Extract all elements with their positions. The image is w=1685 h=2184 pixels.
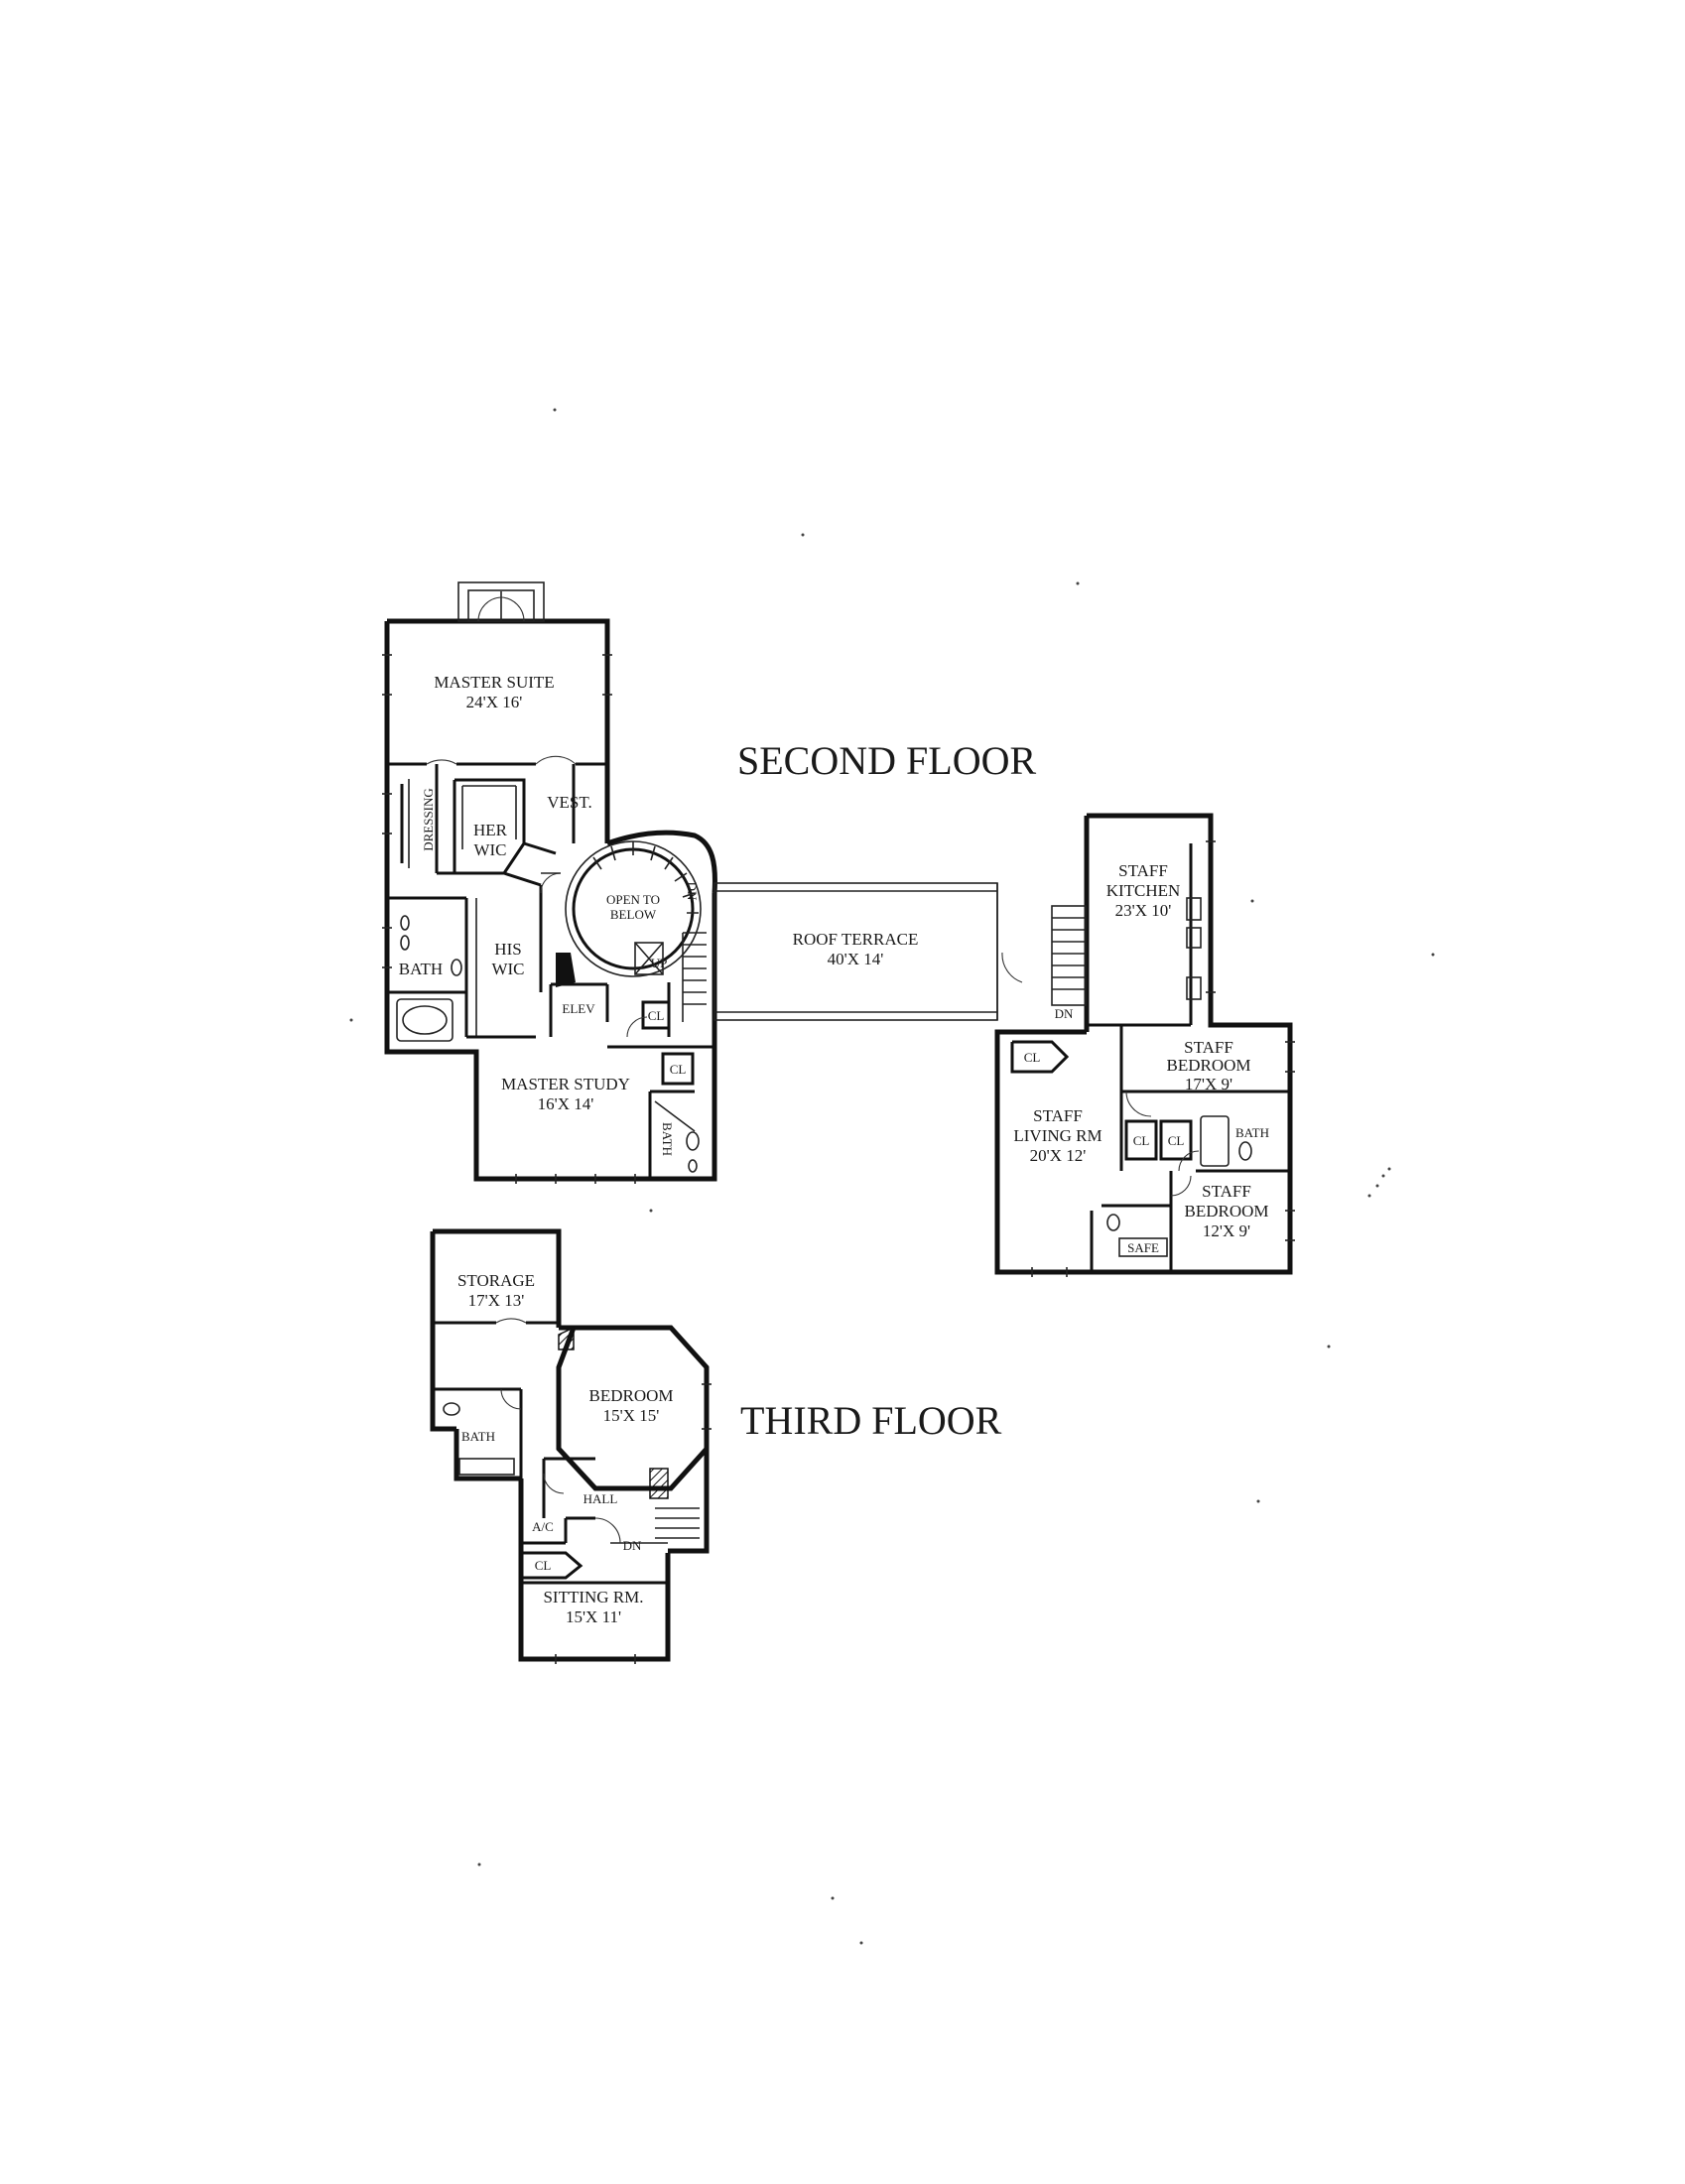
room-storage-name: STORAGE [457, 1271, 535, 1290]
balcony [457, 581, 545, 622]
room-cl2-name: CL [670, 1062, 687, 1077]
room-her-wic-line1: HER [473, 821, 508, 839]
label-dn: DN [685, 882, 700, 901]
room-ac-name: A/C [532, 1519, 554, 1534]
second-floor-labels: SECOND FLOOR MASTER SUITE 24'X 16' DRESS… [399, 673, 1269, 1255]
room-sitting-size: 15'X 11' [566, 1607, 621, 1626]
third-floor-walls [430, 1228, 710, 1662]
room-safe-name: SAFE [1127, 1240, 1159, 1255]
label-staff-dn: DN [1055, 1006, 1074, 1021]
room-elev-name: ELEV [562, 1001, 595, 1016]
room-roof-terrace-size: 40'X 14' [828, 950, 884, 968]
label-up: UP [651, 956, 668, 970]
room-staff-bedroom2-line2: BEDROOM [1184, 1202, 1268, 1220]
label-dn-third: DN [623, 1538, 642, 1553]
master-suite-partitions [387, 755, 607, 1042]
staff-wing-walls [994, 813, 1295, 1277]
room-master-study-name: MASTER STUDY [501, 1075, 630, 1093]
room-staff-bedroom1-size: 17'X 9' [1185, 1075, 1232, 1093]
room-open-to-below-line2: BELOW [610, 907, 657, 922]
third-floor: THIRD FLOOR STORAGE 17'X 13' BEDROOM 15'… [430, 1228, 1002, 1664]
room-staff-cl-a-name: CL [1133, 1133, 1150, 1148]
room-staff-bedroom2-size: 12'X 9' [1203, 1221, 1250, 1240]
room-staff-kitchen-size: 23'X 10' [1115, 901, 1172, 920]
room-master-suite-size: 24'X 16' [466, 693, 523, 711]
room-staff-bedroom2-line1: STAFF [1202, 1182, 1251, 1201]
room-cl-name: CL [535, 1558, 552, 1573]
core-rooms [549, 932, 714, 1179]
spiral-stair [540, 840, 702, 987]
room-master-suite-name: MASTER SUITE [434, 673, 554, 692]
second-floor: SECOND FLOOR MASTER SUITE 24'X 16' DRESS… [382, 581, 1295, 1277]
room-her-wic-line2: WIC [473, 840, 506, 859]
room-staff-cl-name: CL [1024, 1050, 1041, 1065]
scan-specks [349, 408, 1435, 1945]
room-roof-terrace-name: ROOF TERRACE [793, 930, 919, 949]
room-cl1-name: CL [648, 1008, 665, 1023]
room-sitting-name: SITTING RM. [543, 1588, 643, 1606]
room-bedroom-size: 15'X 15' [603, 1406, 660, 1425]
room-staff-living-size: 20'X 12' [1030, 1146, 1087, 1165]
room-his-wic-line1: HIS [494, 940, 521, 959]
room-bedroom-name: BEDROOM [588, 1386, 673, 1405]
room-staff-bedroom1-line2: BEDROOM [1166, 1056, 1250, 1075]
third-floor-interior [433, 1318, 712, 1664]
room-hall-name: HALL [583, 1491, 618, 1506]
room-his-wic-line2: WIC [491, 960, 524, 978]
room-storage-size: 17'X 13' [468, 1291, 525, 1310]
room-staff-bath-name: BATH [1235, 1125, 1269, 1140]
room-staff-living-line2: LIVING RM [1013, 1126, 1102, 1145]
second-floor-title: SECOND FLOOR [737, 738, 1036, 783]
room-staff-bedroom1-line1: STAFF [1184, 1038, 1233, 1057]
room-bath-name: BATH [461, 1429, 495, 1444]
room-vest-name: VEST. [547, 793, 592, 812]
room-staff-cl-b-name: CL [1168, 1133, 1185, 1148]
third-floor-labels: THIRD FLOOR STORAGE 17'X 13' BEDROOM 15'… [457, 1271, 1002, 1626]
third-floor-title: THIRD FLOOR [740, 1398, 1002, 1443]
room-bath-name: BATH [399, 960, 443, 978]
roof-terrace [713, 882, 998, 1021]
room-master-study-size: 16'X 14' [538, 1094, 594, 1113]
room-staff-kitchen-line1: STAFF [1118, 861, 1168, 880]
room-staff-living-line1: STAFF [1033, 1106, 1083, 1125]
room-dressing-name: DRESSING [421, 788, 436, 851]
windows [382, 654, 636, 1184]
room-staff-kitchen-line2: KITCHEN [1106, 881, 1181, 900]
room-study-bath-name: BATH [660, 1122, 675, 1156]
room-open-to-below-line1: OPEN TO [606, 892, 660, 907]
